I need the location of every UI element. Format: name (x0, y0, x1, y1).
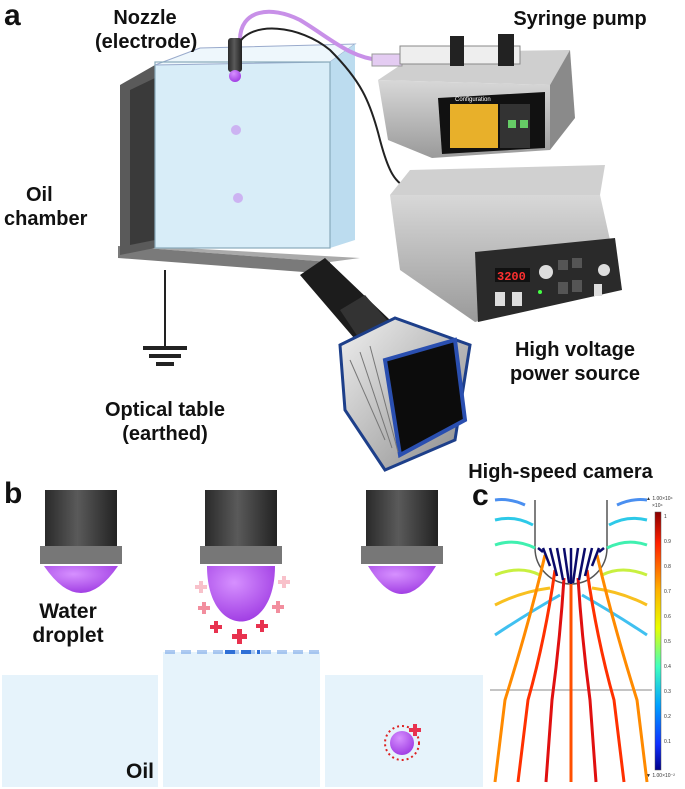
water-droplet-label: Water droplet (8, 600, 128, 648)
colorbar-top-label: ▲ 1.00×10⁴ (646, 496, 673, 502)
syringe-pump-label: Syringe pump (513, 8, 647, 30)
water-droplet-label-line1: Water (39, 600, 97, 623)
power-source: 3200 (390, 165, 622, 322)
nozzle-label: Nozzle (electrode) (95, 6, 198, 54)
oil-chamber-label-line1: Oil (26, 184, 53, 206)
colorbar-top-sub: ×10⁴ (652, 503, 663, 509)
colorbar-tick-label: 0.8 (664, 564, 671, 570)
tubing (237, 9, 411, 189)
nozzle-1 (40, 490, 122, 593)
oil-bath-1 (2, 675, 158, 787)
optical-table (118, 246, 360, 274)
field-simulation (490, 490, 652, 786)
optical-table-label-line2: (earthed) (122, 423, 208, 445)
colorbar-tick-label: 0.2 (664, 714, 671, 720)
nozzle-electrode (228, 38, 242, 82)
power-source-label: High voltage power source (490, 338, 660, 386)
nozzle-label-line2: (electrode) (95, 31, 198, 53)
oil-chamber-label-line2: chamber (4, 208, 88, 230)
colorbar-tick-label: 0.3 (664, 689, 671, 695)
colorbar-tick-label: 0.6 (664, 614, 671, 620)
oil-bath-2 (163, 652, 320, 787)
pump-screen-title: Configuration (455, 97, 491, 103)
optical-table-label: Optical table (earthed) (80, 398, 250, 446)
water-droplet-label-line2: droplet (32, 624, 104, 647)
colorbar-tick-label: 0.9 (664, 539, 671, 545)
colorbar-tick-label: 0.4 (664, 664, 671, 670)
colorbar-tick-label: 0.5 (664, 639, 671, 645)
nozzle-2 (200, 490, 282, 622)
submerged-droplet (384, 724, 421, 761)
power-display: 3200 (497, 270, 526, 284)
colorbar-tick-label: 0.7 (664, 589, 671, 595)
syringe-pump: Configuration (371, 34, 575, 158)
earth-ground-icon (143, 270, 187, 366)
oil-bath-3 (325, 675, 483, 787)
power-source-label-line1: High voltage (514, 339, 635, 361)
camera-label: High-speed camera (468, 461, 653, 483)
panel-label-b: b (4, 477, 23, 510)
nozzle-3 (361, 490, 443, 594)
colorbar (654, 511, 662, 771)
nozzle-label-line1: Nozzle (113, 7, 177, 29)
colorbar-tick-label: 0.1 (664, 739, 671, 745)
oil-chamber (120, 43, 357, 255)
colorbar-bottom-label: ▼ 1.00×10⁻² (646, 773, 675, 779)
colorbar-tick-label: 1 (664, 514, 667, 520)
oil-chamber-label: Oil chamber (4, 183, 94, 231)
oil-label: Oil (125, 760, 154, 783)
high-speed-camera (300, 258, 472, 472)
power-source-label-line2: power source (509, 363, 641, 385)
optical-table-label-line1: Optical table (104, 399, 226, 421)
panel-label-a: a (4, 0, 21, 32)
charges (195, 576, 290, 644)
panel-label-c: c (472, 479, 489, 512)
